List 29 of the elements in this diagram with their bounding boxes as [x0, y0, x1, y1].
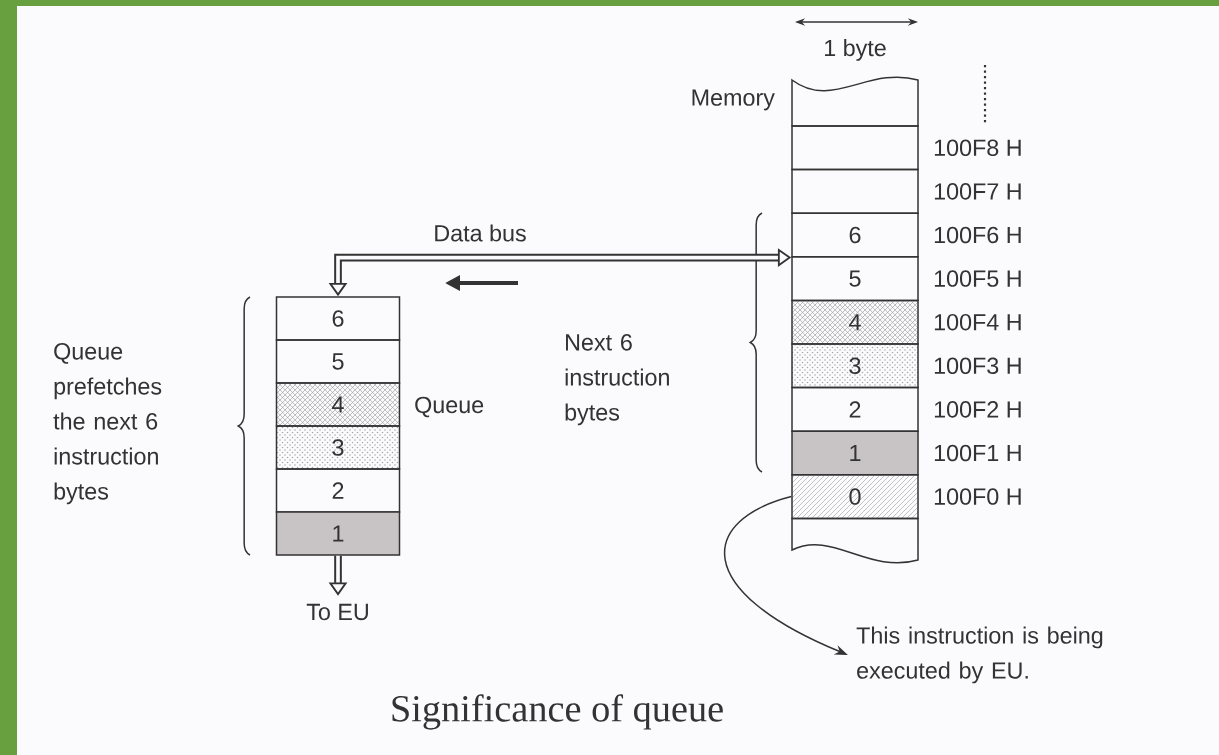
- label: Next 6 instruction bytes: [565, 334, 669, 426]
- memory-cell: 6: [791, 212, 919, 258]
- queue-cell: 6: [275, 296, 401, 341]
- address-label: 100F4 H: [934, 313, 1021, 331]
- memory-cell: [791, 517, 919, 564]
- memory-cell: 0: [791, 474, 919, 520]
- memory-cell: 4: [791, 299, 919, 345]
- note-text: This instruction is being executed by EU.: [856, 626, 1103, 684]
- label: Queue prefetches the next 6 instruction bytes: [53, 343, 162, 505]
- queue-cell: 3: [275, 425, 401, 470]
- queue-cell: 5: [275, 339, 401, 384]
- memory-cell: 1: [791, 430, 919, 476]
- address-label: 100F0 H: [934, 488, 1021, 505]
- output-label: To EU: [306, 603, 368, 621]
- address-label: 100F7 H: [934, 183, 1021, 200]
- label: 1 byte: [825, 39, 886, 61]
- caption: Significance of queue: [392, 694, 723, 730]
- queue-cell: 1: [275, 511, 401, 556]
- address-label: 100F3 H: [934, 357, 1021, 375]
- memory-cell: 5: [791, 256, 919, 302]
- label: Queue: [415, 396, 484, 418]
- address-label: 100F8 H: [934, 139, 1021, 157]
- memory-cell: 3: [791, 343, 919, 389]
- queue-cell: 4: [275, 382, 401, 427]
- address-label: 100F6 H: [934, 226, 1021, 244]
- memory-label: Memory: [692, 89, 775, 111]
- address-label: 100F5 H: [934, 270, 1021, 287]
- address-label: 100F1 H: [934, 444, 1021, 462]
- address-label: 100F2 H: [934, 401, 1021, 418]
